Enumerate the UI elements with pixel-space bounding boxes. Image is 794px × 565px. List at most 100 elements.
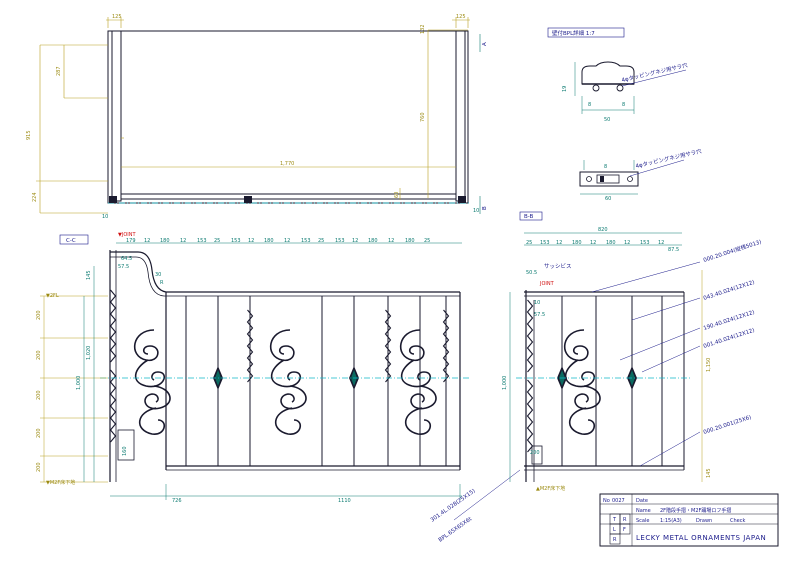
plan-dim-bottom-small: 10	[102, 214, 108, 220]
bb-pickets	[561, 292, 685, 470]
bb-callout-4: 000.20.001(25X6)	[703, 415, 752, 436]
bb-scroll	[563, 329, 601, 435]
plan-dim-right-top: 132	[420, 24, 426, 34]
cc-dim-2: 180	[160, 238, 170, 244]
plan-dims-yellow	[36, 17, 470, 214]
cc-dim-16: 180	[405, 238, 415, 244]
section-cc-label: C-C	[66, 238, 76, 244]
bb-dim-6: 12	[624, 240, 630, 246]
detail-view: 壁付BPL詳細 1:7 19 8 8 50 4φタッピングネジ用サラ穴 60 8…	[547, 27, 703, 202]
tb-letter-4: R	[613, 537, 617, 543]
cc-dim-30: 30	[155, 272, 161, 278]
title-block: No 0027 Date Name 2F階段手摺・M2F踊場ロフ手摺 Scale…	[599, 493, 779, 547]
detail-dim-width-b: 60	[605, 196, 611, 202]
cc-dim-12: 153	[335, 238, 345, 244]
cc-left-dim-4: 200	[36, 462, 42, 472]
bb-dim-5: 180	[606, 240, 616, 246]
cc-level-2fl: ▼2FL	[46, 293, 59, 299]
detail-callout-b: 4φタッピングネジ用サラ穴	[635, 147, 703, 170]
cc-dim-10: 153	[301, 238, 311, 244]
detail-leader-b	[629, 159, 685, 177]
cc-pickets	[185, 296, 447, 466]
tb-letter-0: T	[612, 517, 617, 523]
tb-scale-label: Scale	[636, 518, 649, 524]
tb-scale-value: 1:15(A3)	[660, 518, 682, 524]
detail-dim-off1: 8	[588, 102, 591, 108]
cc-dim-0: 179	[126, 238, 136, 244]
detail-dim-off2: 8	[622, 102, 625, 108]
bb-dim-bottom-small: 200	[530, 450, 540, 456]
cc-dim-9: 12	[284, 238, 290, 244]
plan-post-mid	[244, 196, 252, 203]
cc-dim-15: 12	[388, 238, 394, 244]
bb-dim-10: 10	[534, 300, 540, 306]
bb-callout-0: 000.20.004(縦桟5013)	[702, 238, 762, 264]
cc-left-rail: 1,000	[76, 376, 82, 390]
cc-dim-5: 25	[214, 238, 220, 244]
cc-dim-57: 57.5	[118, 264, 129, 270]
cc-bottom-left: 726	[172, 498, 182, 504]
detail-hole-right	[616, 84, 624, 92]
tb-drawn-label: Drawn	[696, 518, 712, 524]
plan-dim-top-left: 125	[112, 14, 122, 20]
bb-callout-1: 043.40.024(12X12)	[703, 280, 756, 302]
bb-dim-overall: 820	[598, 227, 608, 233]
bb-floor: ▲M2F床下地	[536, 485, 565, 492]
plan-post-right	[458, 196, 466, 203]
bb-dim-9: 87.5	[668, 247, 679, 253]
plan-right-rail	[455, 30, 466, 202]
tb-date-label: Date	[636, 498, 648, 504]
cc-dim-4: 153	[197, 238, 207, 244]
plan-dim-upper: 287	[56, 66, 62, 76]
section-bb-label: B-B	[524, 214, 534, 220]
plan-dim-right-small: 60	[394, 192, 400, 198]
bb-leaders	[591, 261, 701, 467]
cc-scroll-1	[133, 329, 171, 435]
tb-no-value: 0027	[612, 498, 625, 504]
bb-dim-8: 12	[658, 240, 664, 246]
detail-hole-left	[592, 84, 600, 92]
cc-handrail	[110, 251, 460, 293]
cc-left-dim-3: 200	[36, 428, 42, 438]
cc-left-145: 145	[86, 270, 92, 280]
bb-dim-4: 12	[590, 240, 596, 246]
bb-dim-3: 180	[572, 240, 582, 246]
plan-dim-span: 1,770	[280, 161, 294, 167]
tb-letter-2: F	[623, 527, 626, 533]
bb-callout-3: 001.40.024(12X12)	[703, 328, 756, 350]
bb-wall-tag: サッシビス	[544, 262, 572, 270]
detail-leader-a	[621, 69, 687, 87]
cc-dim-64: 64.5	[121, 256, 132, 262]
tb-letter-1: L	[613, 527, 616, 533]
cc-bottom-right: 1110	[338, 498, 351, 504]
cc-dim-6: 153	[231, 238, 241, 244]
cc-left-overall: 1,020	[86, 346, 92, 360]
cc-bracket	[117, 429, 135, 461]
cc-left-dims	[40, 295, 108, 483]
detail-plate-top	[581, 61, 635, 85]
plan-outline	[107, 30, 469, 204]
tb-check-label: Check	[730, 518, 745, 524]
tb-letter-3: R	[623, 517, 627, 523]
bb-dim-50: 50.5	[526, 270, 537, 276]
cc-twist-left2	[109, 369, 117, 443]
section-cc: C-C ▼JOINT 179 12 180 12 153 25 153 12 1…	[36, 232, 521, 544]
cc-twist-left	[109, 289, 117, 363]
section-bb: B-B 820 25 153 12 180 12 180 12 153 12 8…	[502, 211, 762, 492]
cc-left-dim-1: 200	[36, 350, 42, 360]
tb-company: LECKY METAL ORNAMENTS JAPAN	[636, 534, 766, 542]
plan-dim-bottom-small2: 10	[473, 208, 479, 214]
bb-callout-2: 190.40.024(12X12)	[703, 310, 756, 332]
cc-dim-7: 12	[248, 238, 254, 244]
plan-post-left	[109, 196, 117, 203]
cc-dim-r: R	[160, 280, 164, 286]
plan-marker-a: A	[482, 42, 488, 46]
detail-callout-a: 4φタッピングネジ用サラ穴	[621, 61, 689, 84]
cc-scroll-2	[269, 329, 307, 435]
plan-dim-right-mid: 760	[420, 112, 426, 122]
plan-left-rail	[111, 30, 122, 202]
plan-dim-top-right: 125	[456, 14, 466, 20]
detail-plate-side	[579, 171, 639, 187]
